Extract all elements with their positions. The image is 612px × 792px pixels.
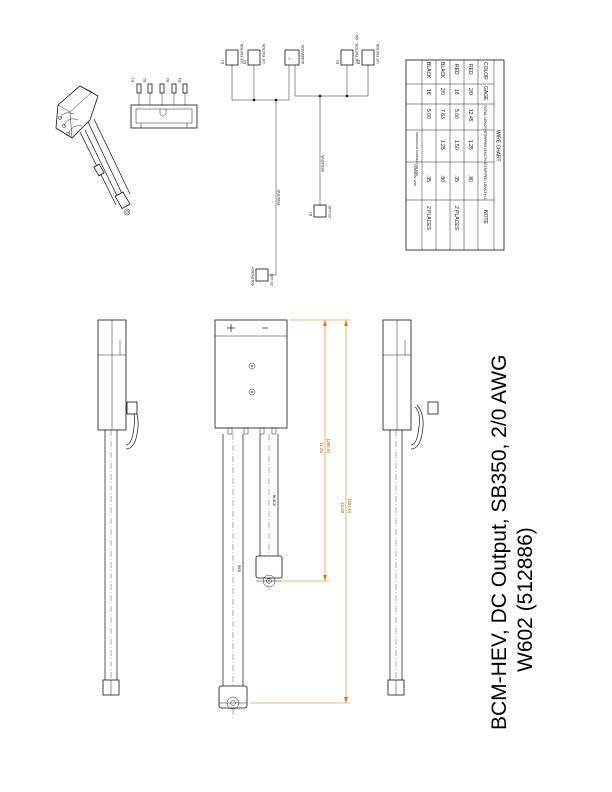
lug-b1-ref: B1: [309, 212, 313, 216]
wc-r0-total: 12.45: [467, 109, 473, 122]
wc-r1-note: 2 PLACES: [453, 206, 459, 231]
wc-r1-gage: 18: [453, 89, 459, 95]
wc-r1-s2: .35: [453, 175, 459, 182]
svg-text:E2: E2: [143, 78, 147, 82]
connector-e2-desc: 1/4" FASTON: [262, 43, 266, 64]
negative-label: NEGATIVE: [321, 154, 325, 172]
connector-face-detail: E1 E2 E3 E4: [130, 78, 198, 129]
wc-r2-s2: .80: [439, 175, 445, 182]
isometric-view: [55, 85, 131, 216]
wc-r2-gage: 2/0: [439, 88, 445, 95]
wc-r2-s1: 1.25: [439, 140, 445, 150]
wc-r3-s2: .35: [425, 175, 431, 182]
wc-r3-note: 2 PLACES: [425, 206, 431, 231]
wc-r2-total: 7.63: [439, 109, 445, 119]
wire-chart: WIRE CHART COLOR GAGE TOTAL LENGTH STRIP…: [405, 59, 505, 251]
wc-header-color: COLOR: [482, 62, 488, 80]
wc-r0-color: RED: [467, 64, 473, 75]
connector-e3-desc: 1/4" FASTON: [355, 43, 359, 64]
wc-header-gage: GAGE: [482, 86, 488, 101]
title-line-1: BCM-HEV, DC Output, SB350, 2/0 AWG: [488, 355, 511, 730]
positive-label: POSITIVE: [277, 189, 281, 205]
wc-r0-gage: 2/0: [467, 88, 473, 95]
dimensions: 11.25 [285.8] 15.00 [381.0]: [250, 319, 352, 704]
connector-e1-desc: 1/4" FASTON: [240, 43, 244, 64]
wc-r2-color: BLACK: [439, 62, 445, 79]
connector-e1-ref: E1: [221, 60, 225, 64]
lug-solenoid-desc: 2/0 LUG: [270, 273, 274, 286]
svg-text:E1: E1: [131, 78, 135, 82]
connector-e4-ref: E4: [357, 60, 361, 64]
dim-15-00: 15.00: [340, 502, 345, 514]
wc-r1-total: 5.00: [453, 109, 459, 119]
dim-11-25: 11.25: [319, 442, 324, 453]
black-wire-label: BLACK: [272, 495, 276, 507]
side-view-left: [97, 319, 139, 696]
wc-anderson-note: ANDERSON CONNECTOR END: [415, 132, 419, 177]
connector-e2-ref: E2: [243, 60, 247, 64]
wc-r3-gage: 18: [425, 89, 431, 95]
wc-header-total: TOTAL LENGTH: [483, 105, 487, 132]
wc-r1-s1: 1.50: [453, 140, 459, 150]
schematic: E1 1/4" FASTON E2 1/4" FASTON + - ANDERS…: [221, 34, 380, 286]
wc-r0-s1: 1.25: [467, 140, 473, 150]
connector-e3-ref: E3: [336, 60, 340, 64]
svg-text:E3: E3: [166, 78, 170, 82]
wc-r0-s2: .80: [467, 175, 473, 182]
title-line-2: W602 (512886): [514, 527, 537, 672]
wc-r1-color: RED: [453, 64, 459, 75]
lug-solenoid-ref: SOLENOID+: [251, 266, 255, 286]
anderson-label: ANDERSON: [301, 44, 305, 64]
dim-11-25-metric: [285.8]: [326, 439, 331, 453]
wc-r3-color: BLACK: [425, 62, 431, 79]
dim-15-00-metric: [381.0]: [347, 499, 352, 513]
connector-e4-desc: 1/4" FASTON: [376, 43, 380, 64]
wc-header-strip1: STRIPPED LENGTH 1: [483, 131, 487, 164]
wire-chart-title: WIRE CHART: [495, 130, 501, 162]
side-view-right: [382, 319, 439, 696]
lug-b1-desc: 2/0 LUG: [328, 205, 332, 218]
on-note: ON: [355, 34, 359, 40]
wc-r3-total: 5.00: [425, 109, 431, 119]
title-block: BCM-HEV, DC Output, SB350, 2/0 AWG W602 …: [488, 355, 537, 730]
red-wire-label: RED: [237, 565, 241, 573]
anderson-polarity: + -: [288, 56, 293, 61]
wc-header-strip2: STRIPPED LENGTH 2: [483, 163, 487, 200]
wc-header-note: NOTE: [482, 210, 488, 225]
wc-terminal-note: TERMINAL END: [413, 164, 417, 187]
front-view: RED BLACK: [214, 319, 288, 720]
svg-text:E4: E4: [178, 78, 182, 82]
